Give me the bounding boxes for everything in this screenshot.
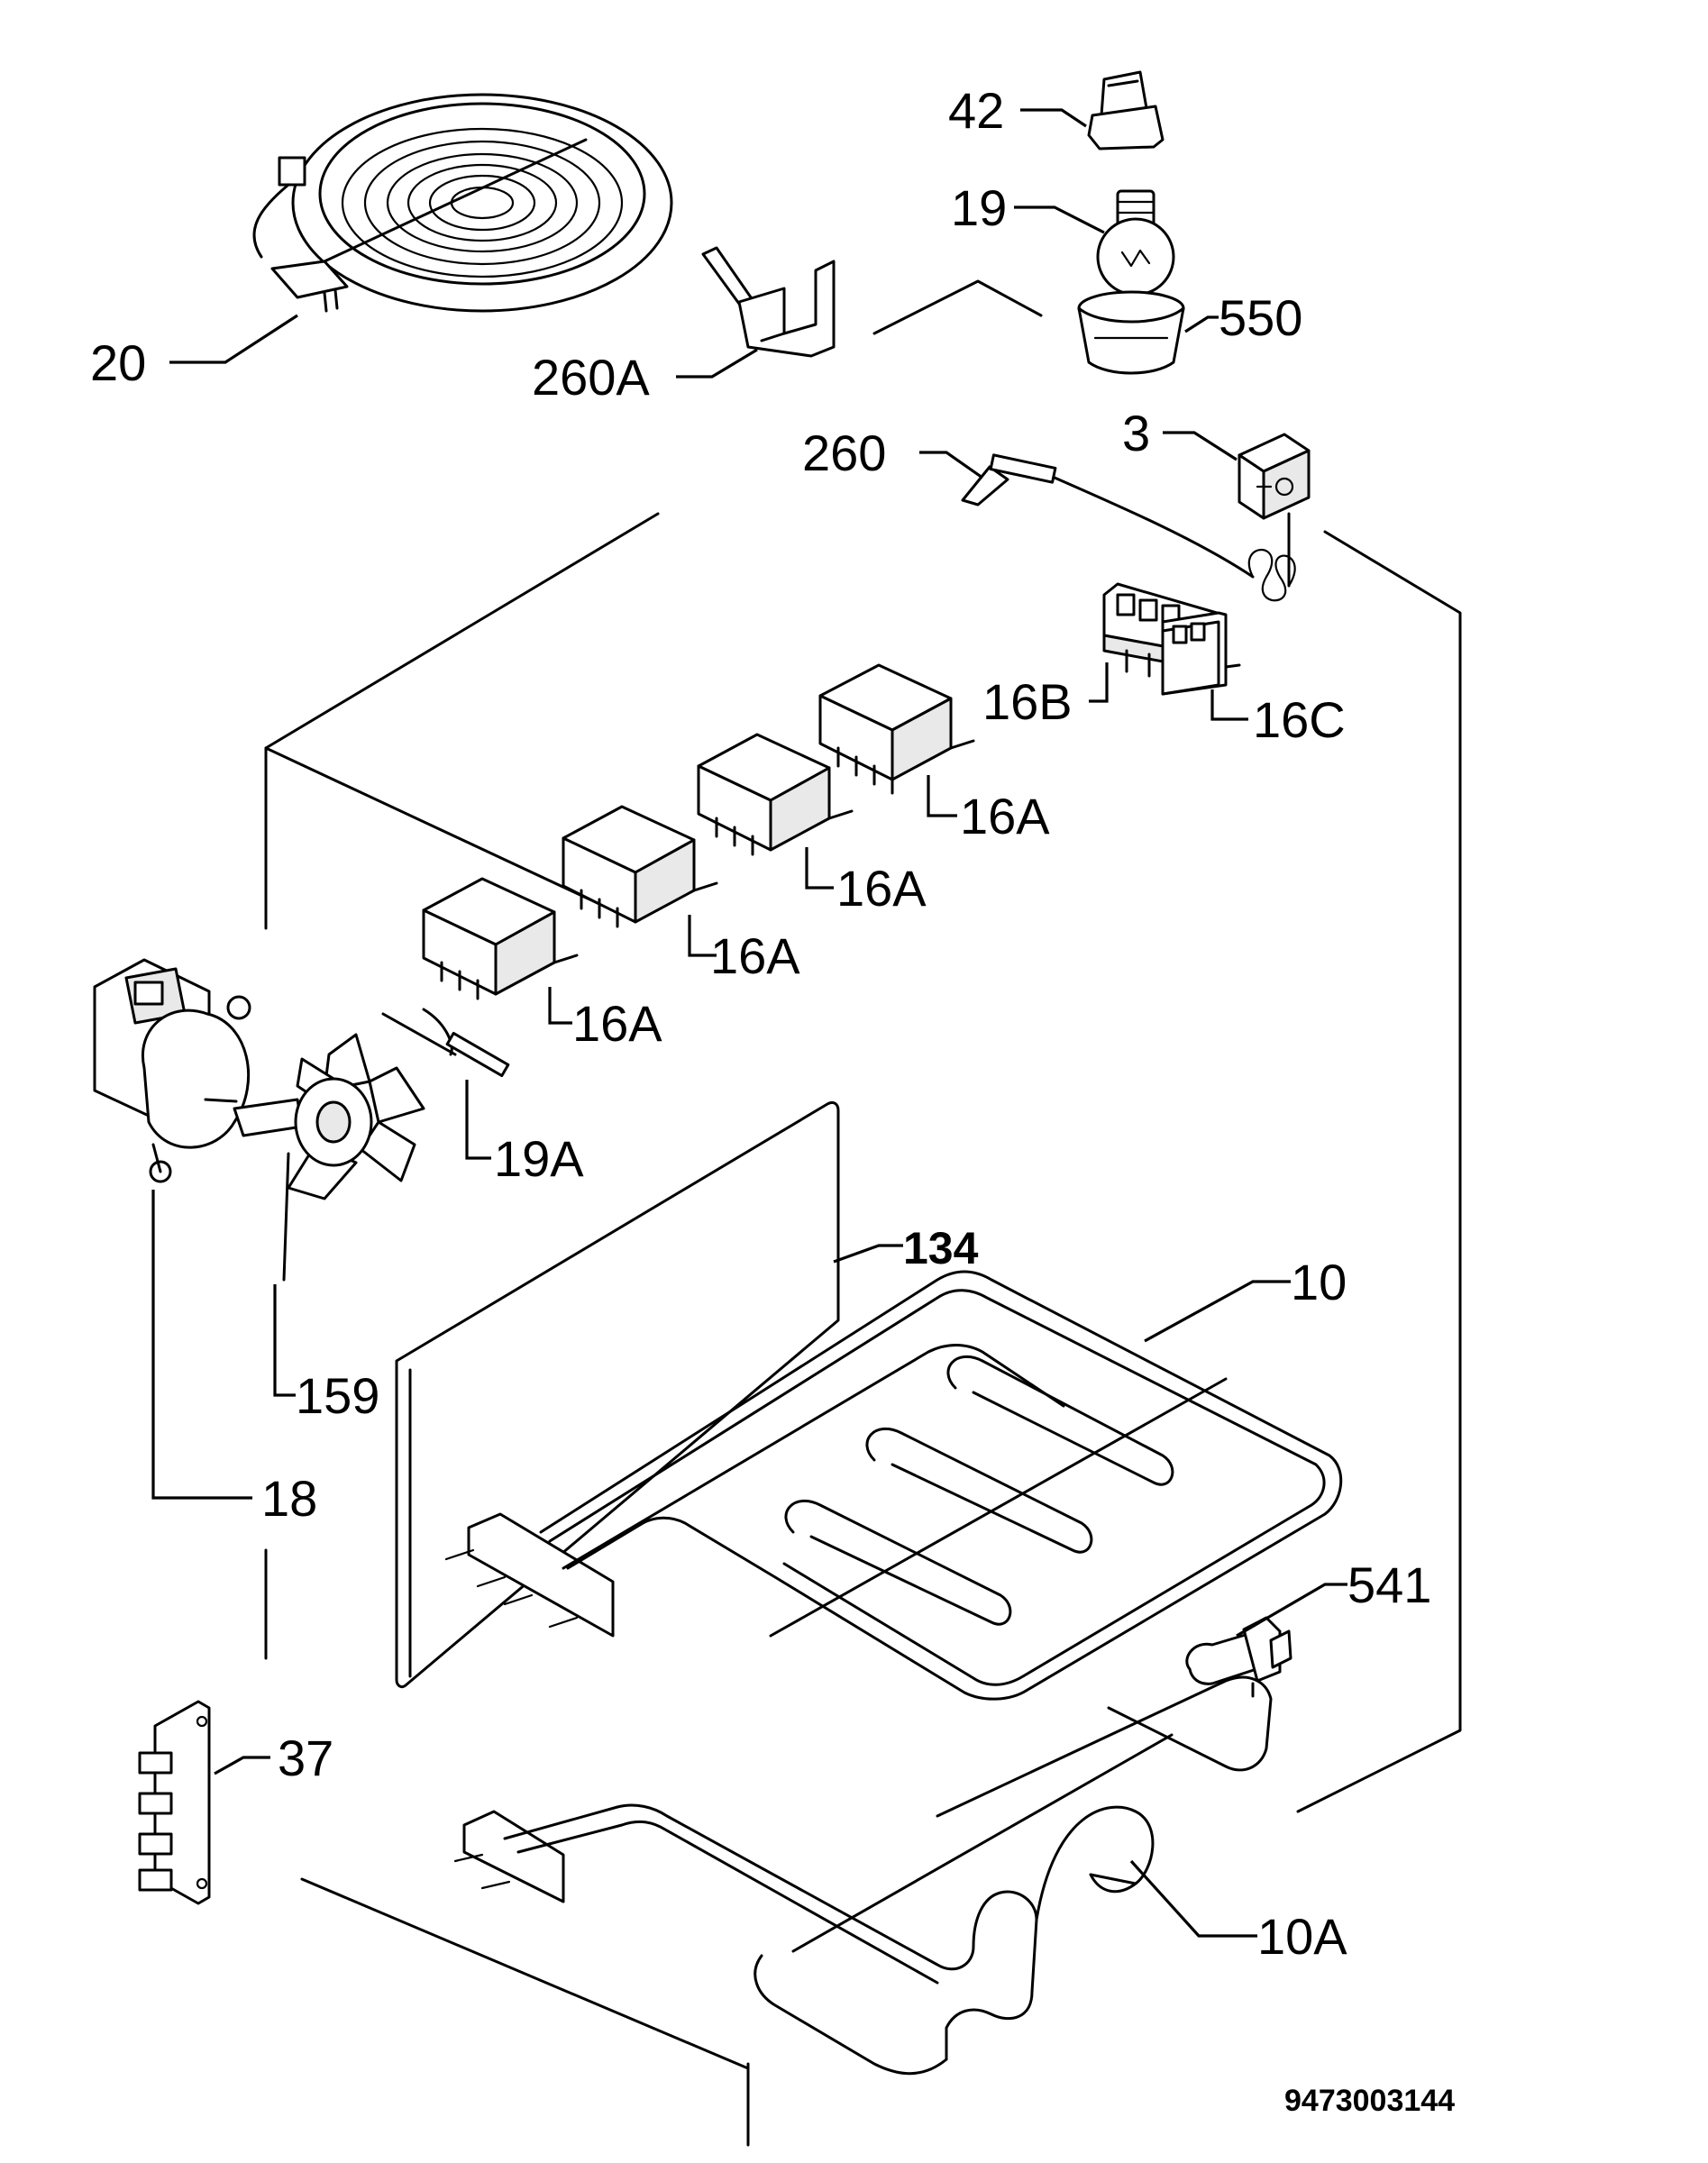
oven-cavity-outline [264,279,1462,2147]
label-260A: 260A [532,349,650,406]
switch-16a-3 [697,733,854,856]
label-260: 260 [802,424,886,481]
label-541: 541 [1347,1556,1431,1613]
leader-159 [273,1284,296,1397]
leader-16C [1210,689,1248,721]
leader-260A [676,348,758,379]
leader-16A-3 [805,847,834,890]
leader-260 [919,451,983,479]
lamp-glass-cover [1077,290,1185,375]
leader-19A [465,1080,491,1160]
lamp-holder [1087,70,1165,151]
temperature-sensor [381,1008,510,1078]
label-159: 159 [296,1367,379,1424]
label-16A-1: 16A [572,995,662,1052]
label-18: 18 [261,1470,317,1527]
label-134: 134 [903,1223,979,1273]
oven-lamp-bulb [1096,189,1175,297]
leader-541 [1236,1583,1347,1638]
bottom-heating-element [453,1675,1273,2076]
leader-134 [833,1244,903,1264]
leader-10 [1144,1280,1291,1343]
switch-16a-2 [562,805,718,928]
leader-42 [1020,108,1087,128]
leader-20 [169,314,298,364]
grill-element [444,1270,1343,1701]
switch-16b-16c [1102,582,1241,696]
leader-16A-1 [548,987,572,1025]
switch-16a-1 [422,877,579,1000]
label-37: 37 [278,1729,333,1786]
leader-550 [1184,315,1219,333]
leader-3 [1163,431,1238,461]
leader-37 [214,1756,270,1775]
leader-16A-2 [688,915,717,957]
fan-motor [93,958,251,1183]
label-42: 42 [948,82,1004,139]
leader-18 [151,1190,252,1500]
label-16B: 16B [982,673,1073,730]
label-10A: 10A [1257,1908,1347,1965]
label-3: 3 [1122,405,1150,461]
label-16A-4: 16A [960,788,1050,844]
thermostat-probe [961,453,1296,602]
label-16A-2: 16A [710,927,800,984]
label-19A: 19A [494,1130,584,1187]
label-10: 10 [1291,1254,1347,1310]
thermostat [1238,433,1311,520]
radiant-hob-element [252,93,673,313]
document-number: 9473003144 [1284,2084,1455,2118]
terminal-connector [1185,1616,1292,1698]
switch-16a-4 [818,663,975,795]
label-19: 19 [951,179,1007,236]
label-16A-3: 16A [836,860,927,917]
label-550: 550 [1219,289,1302,346]
rear-panel [395,1100,840,1689]
clip-bracket [701,246,836,358]
leader-16B [1089,662,1109,703]
leader-10A [1129,1859,1257,1938]
leader-19 [1014,205,1105,234]
fan-blade [233,1033,425,1282]
label-20: 20 [90,334,146,391]
terminal-block [138,1700,211,1905]
leader-16A-4 [927,775,957,817]
label-16C: 16C [1253,691,1346,748]
